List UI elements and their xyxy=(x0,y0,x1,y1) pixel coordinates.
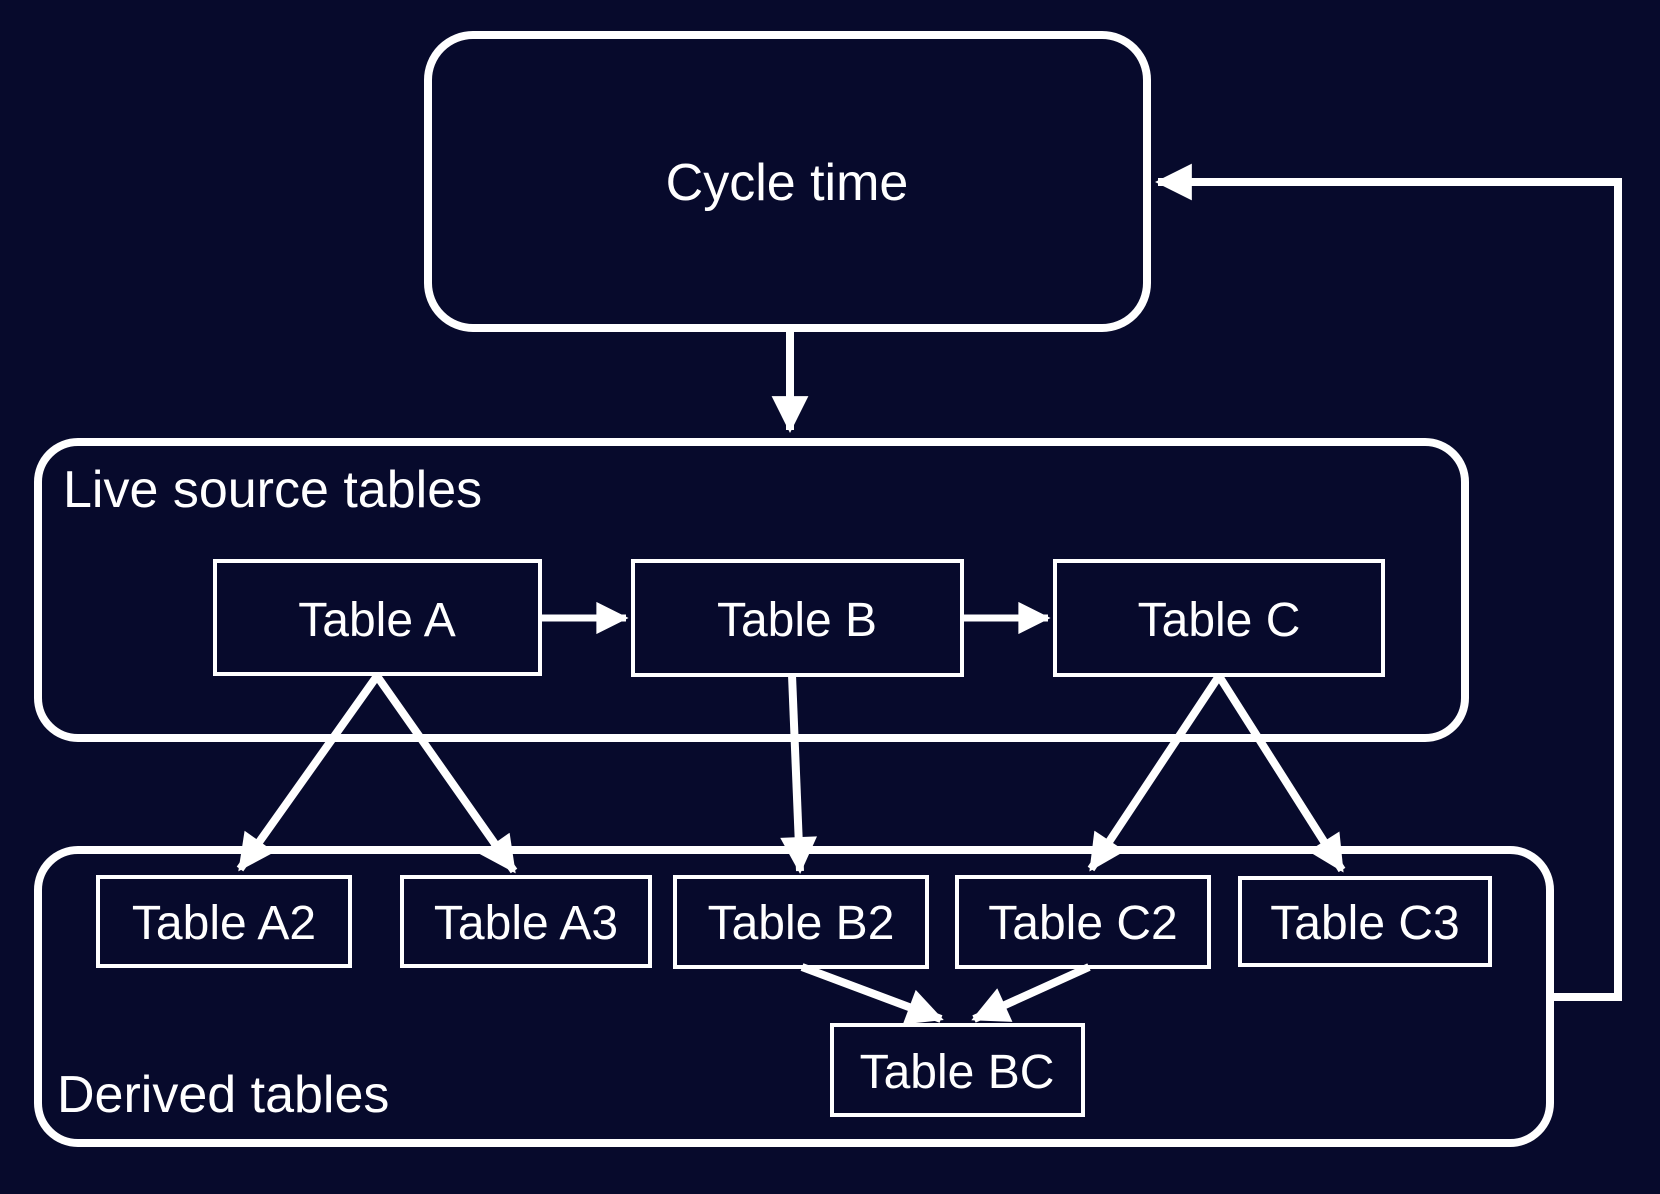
cycle-time-label: Cycle time xyxy=(666,154,909,212)
table-a2-label: Table A2 xyxy=(132,897,316,950)
arrow-table-a-to-a2-icon xyxy=(236,673,381,872)
table-b-label: Table B xyxy=(717,594,877,647)
table-a3-label: Table A3 xyxy=(434,897,618,950)
derived-tables-label: Derived tables xyxy=(57,1066,389,1124)
arrow-table-c-to-c3-icon xyxy=(1215,673,1346,873)
table-a2-node xyxy=(96,875,352,968)
arrow-table-c2-to-bc-icon xyxy=(971,963,1091,1023)
table-c2-label: Table C2 xyxy=(988,897,1177,950)
live-source-tables-container xyxy=(34,438,1469,742)
arrow-table-a-to-a3-icon xyxy=(373,673,518,874)
arrow-table-b-to-b2-icon xyxy=(780,674,818,874)
live-source-tables-label: Live source tables xyxy=(63,461,482,519)
table-c3-label: Table C3 xyxy=(1270,897,1459,950)
table-c-node xyxy=(1053,559,1385,677)
table-b2-node xyxy=(673,875,929,969)
table-a-label: Table A xyxy=(298,594,455,647)
arrow-table-b2-to-bc-icon xyxy=(800,963,944,1025)
table-bc-node xyxy=(830,1023,1085,1117)
table-c-label: Table C xyxy=(1138,594,1301,647)
table-c3-node xyxy=(1238,876,1492,967)
arrow-table-c-to-c2-icon xyxy=(1087,673,1223,872)
arrow-derived-to-cycle-feedback-icon xyxy=(1155,163,1622,1001)
table-a3-node xyxy=(400,875,652,968)
table-b2-label: Table B2 xyxy=(708,897,895,950)
table-bc-label: Table BC xyxy=(860,1046,1055,1099)
